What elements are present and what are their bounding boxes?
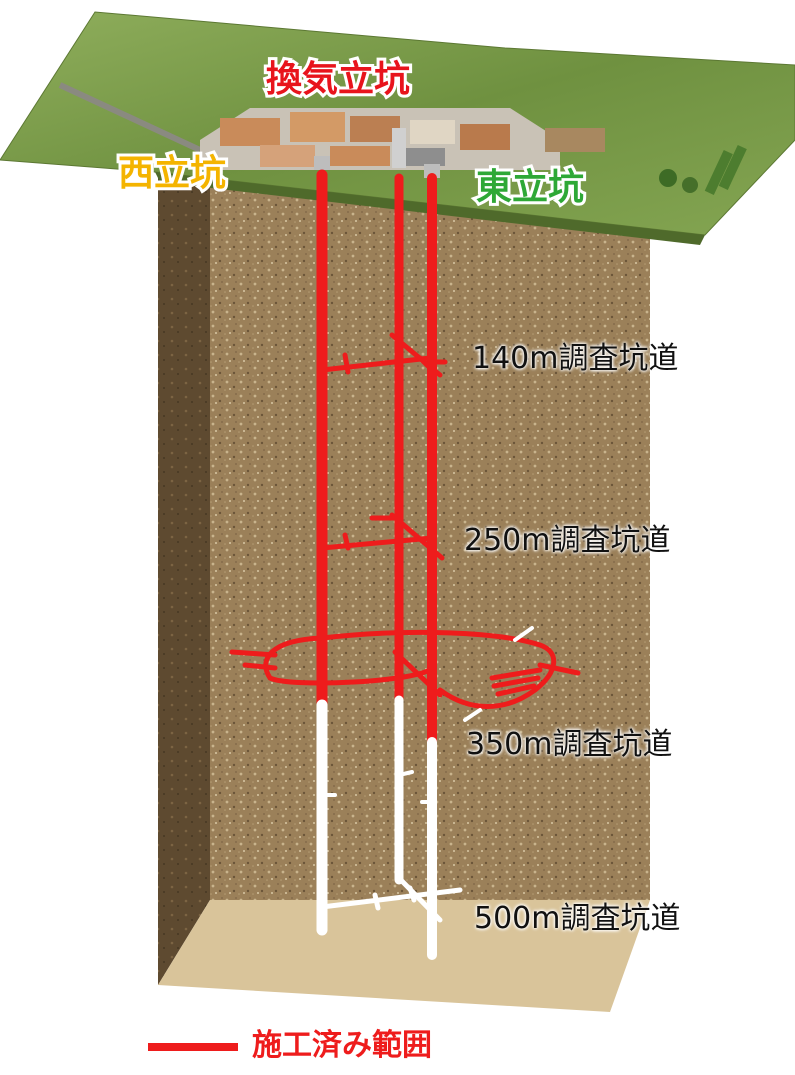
soil-floor: [158, 900, 650, 1012]
legend-completed-label: 施工済み範囲: [252, 1028, 432, 1063]
soil-side-face: [158, 175, 210, 985]
surface-facilities: [200, 108, 605, 170]
east-shaft-label: 東立坑: [473, 167, 587, 209]
level-500m-label: 500m調査坑道: [474, 901, 681, 936]
completed-works: [229, 169, 581, 747]
west-shaft-label: 西立坑: [115, 153, 229, 195]
gallery-500m-planned: [319, 875, 463, 923]
gallery-250m-completed: [319, 512, 445, 561]
planned-stubs: [320, 626, 534, 804]
level-350m-label: 350m調査坑道: [466, 727, 673, 762]
level-250m-label: 250m調査坑道: [464, 523, 671, 558]
gallery-140m-completed: [319, 332, 448, 378]
gallery-350m-completed: [229, 629, 581, 709]
level-140m-label: 140m調査坑道: [472, 341, 679, 376]
headframes: [314, 128, 440, 178]
planned-works: [316, 626, 534, 960]
trees: [659, 144, 747, 195]
ventilation-shaft-label: 換気立坑: [263, 59, 413, 101]
